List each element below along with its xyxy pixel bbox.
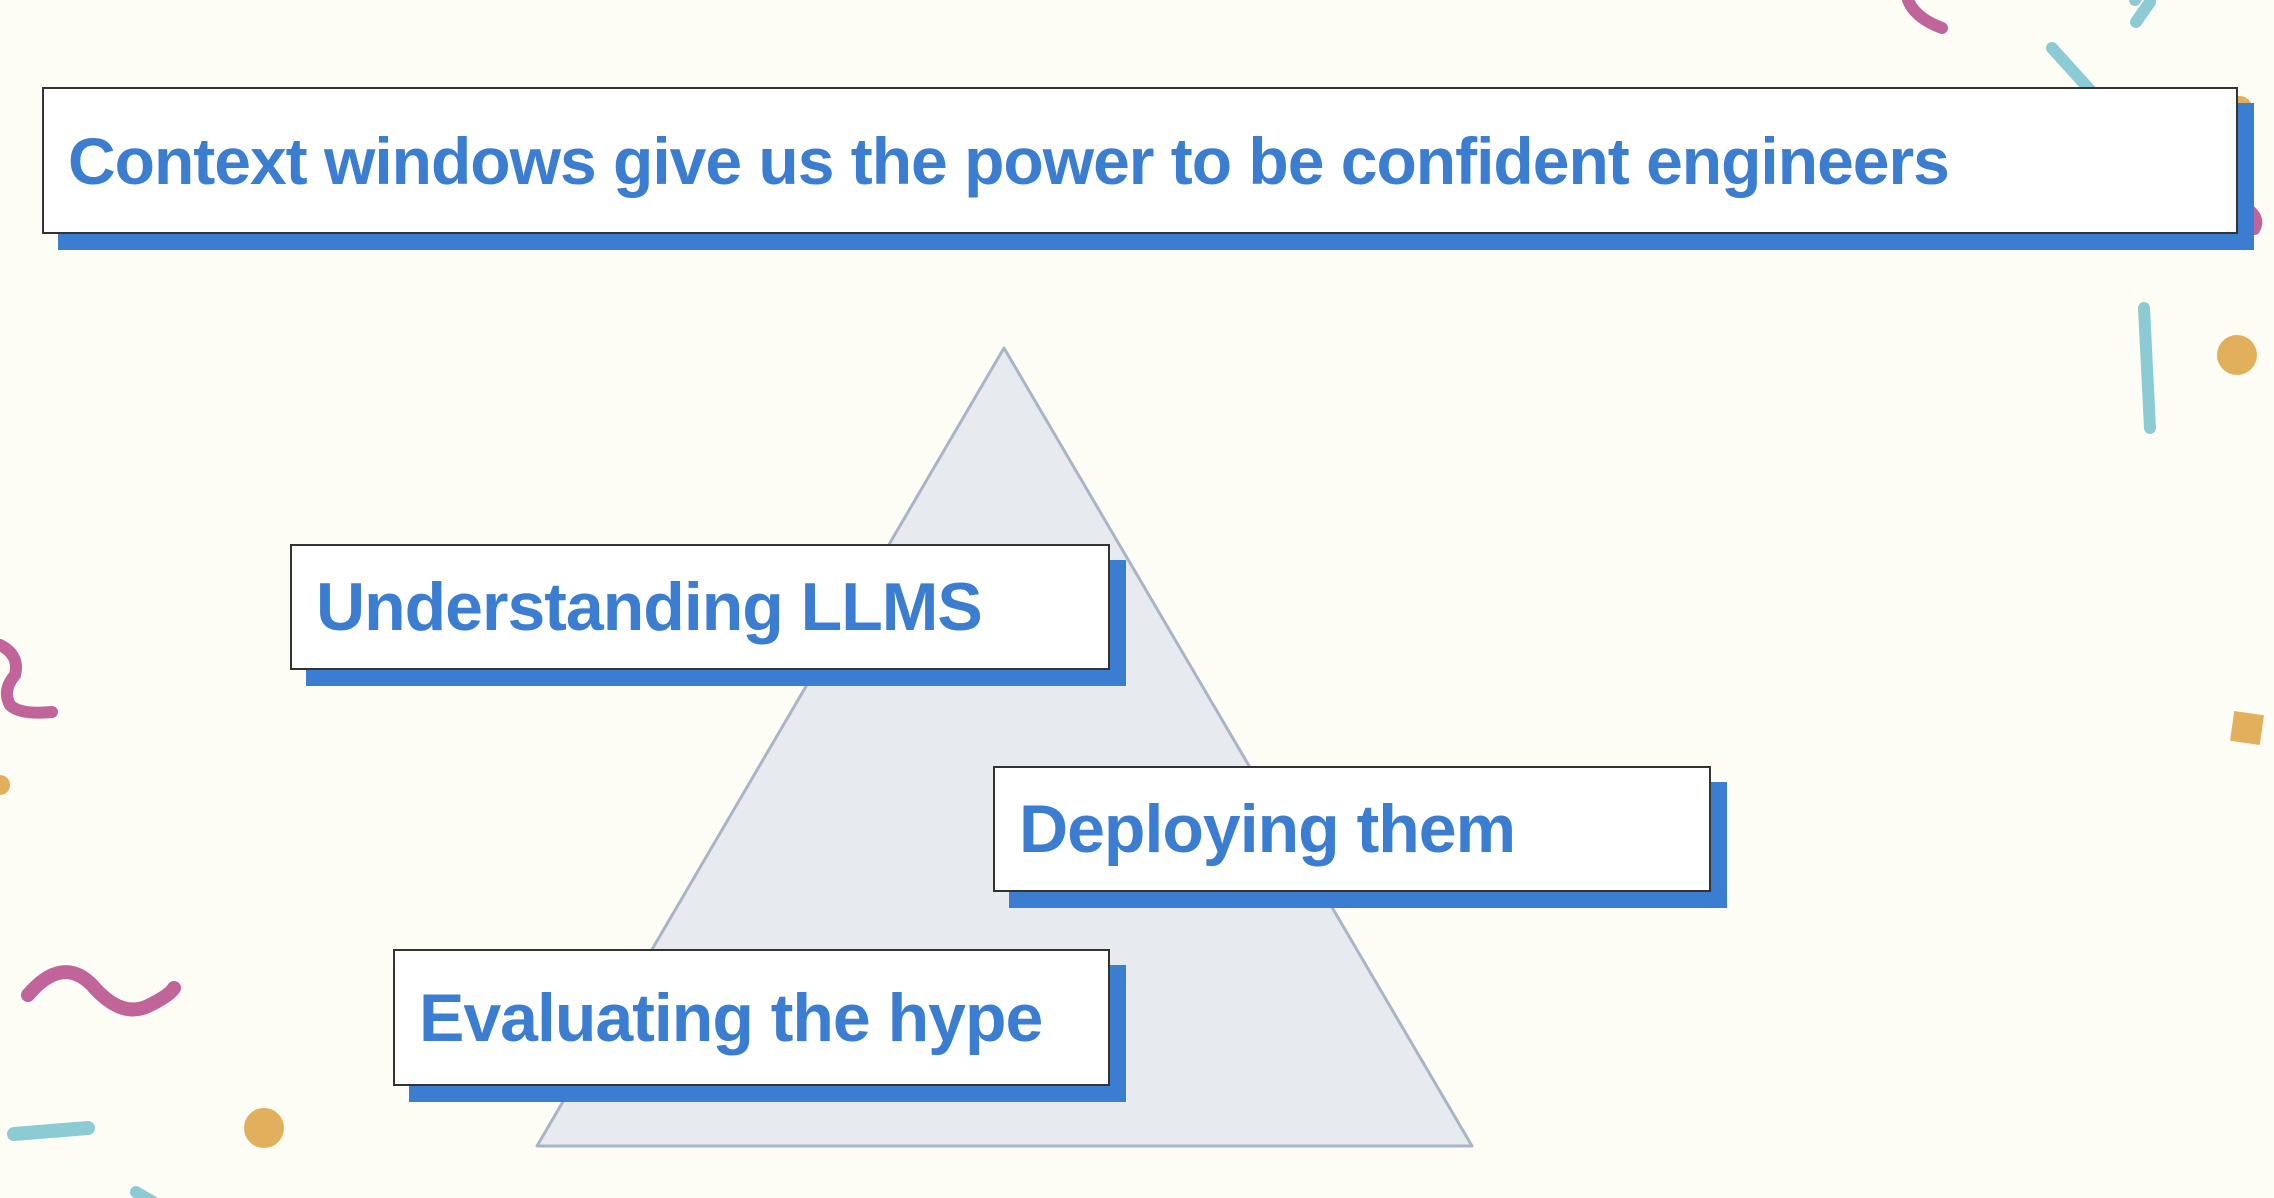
wave-bottom-left xyxy=(21,965,181,1017)
squiggle-top xyxy=(1902,0,1948,34)
confetti-dots xyxy=(0,96,2264,1148)
slide-title: Context windows give us the power to be … xyxy=(68,123,1950,198)
pyramid-item-evaluating: Evaluating the hype xyxy=(393,949,1110,1086)
stripe-vertical xyxy=(2138,302,2156,434)
pyramid-item-deploying: Deploying them xyxy=(993,766,1711,892)
stripe-bottom-left xyxy=(7,1121,95,1141)
pyramid-item-label: Deploying them xyxy=(1019,791,1516,867)
pyramid-item-label: Evaluating the hype xyxy=(419,979,1043,1056)
stripe-top-right xyxy=(2129,0,2156,28)
squiggle-right-top xyxy=(2243,203,2263,235)
squiggle-left xyxy=(0,639,58,719)
pyramid-triangle xyxy=(535,346,1474,1148)
pyramid-item-understanding: Understanding LLMS xyxy=(290,544,1110,670)
stripe-bottom-corner xyxy=(130,1186,159,1198)
stripe-diagonal xyxy=(2046,42,2096,96)
pyramid-item-label: Understanding LLMS xyxy=(316,569,983,645)
slide-title-box: Context windows give us the power to be … xyxy=(42,87,2238,234)
